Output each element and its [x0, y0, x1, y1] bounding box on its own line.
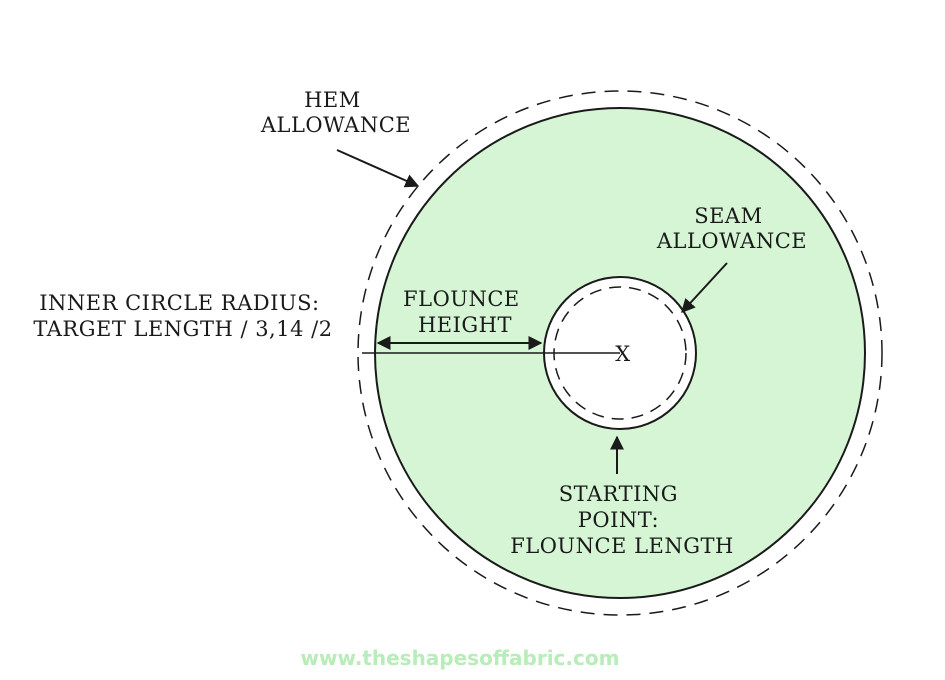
seam-allowance-arrow [681, 262, 728, 314]
flounce-height-label: FLOUNCE HEIGHT [403, 287, 527, 337]
watermark-text: www.theshapesoffabric.com [301, 646, 620, 670]
hem-allowance-label: HEM ALLOWANCE [260, 88, 411, 137]
seam-allowance-label: SEAM ALLOWANCE [656, 204, 807, 253]
starting-point-label: STARTING POINT: FLOUNCE LENGTH [510, 482, 734, 558]
hem-allowance-circle [357, 90, 883, 616]
hem-allowance-arrow [336, 149, 420, 188]
inner-circle-radius-label: INNER CIRCLE RADIUS: TARGET LENGTH / 3,1… [33, 291, 332, 341]
center-mark: X [615, 342, 630, 366]
